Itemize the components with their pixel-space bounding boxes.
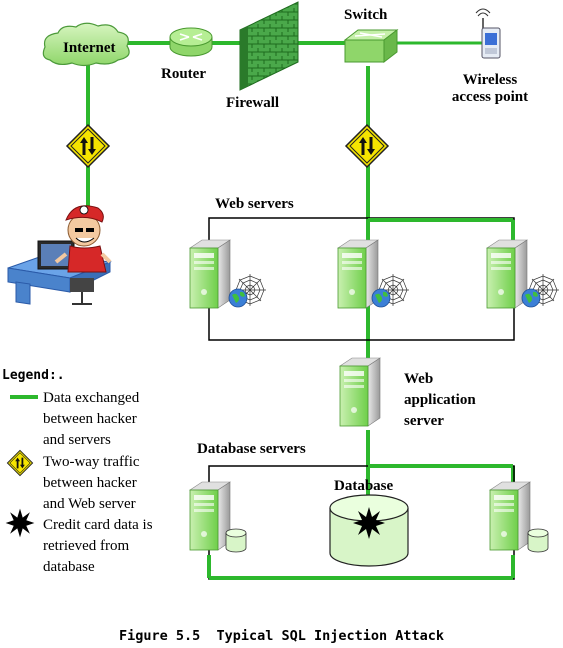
wireless-access-point-label: Wireless access point <box>440 72 540 105</box>
database-server-icon <box>189 481 231 551</box>
spider-web-globe-icon <box>521 273 560 308</box>
legend-line: between hacker <box>43 475 137 491</box>
spider-web-globe-icon <box>228 273 267 308</box>
legend-item-credit-card: Credit card data is retrieved from datab… <box>43 515 183 578</box>
database-server-icon <box>489 481 531 551</box>
figure-caption: Figure 5.5 Typical SQL Injection Attack <box>118 628 445 644</box>
switch-icon <box>343 28 399 64</box>
legend-item-two-way-traffic: Two-way traffic between hacker and Web s… <box>43 452 183 515</box>
web-server-icon <box>189 239 231 309</box>
legend-item-data-exchanged: Data exchanged between hacker and server… <box>43 388 183 451</box>
web-servers-label: Web servers <box>215 196 294 212</box>
router-icon <box>169 27 213 57</box>
legend-title: Legend:. <box>2 368 65 383</box>
internet-label: Internet <box>63 40 116 56</box>
web-server-icon <box>486 239 528 309</box>
wireless-access-point-icon <box>475 8 501 59</box>
starburst-icon <box>5 508 35 538</box>
web-app-label-line: server <box>404 413 444 429</box>
legend-line: retrieved from <box>43 538 130 554</box>
wireless-label-line: access point <box>451 88 529 105</box>
web-application-server-icon <box>339 357 381 427</box>
legend-line: Credit card data is <box>43 517 153 533</box>
legend-line: Data exchanged <box>43 390 140 406</box>
router-label: Router <box>161 66 206 82</box>
legend-line: between hacker <box>43 411 137 427</box>
internet-cloud-icon <box>42 22 130 67</box>
firewall-icon <box>239 1 299 91</box>
database-label: Database <box>334 478 394 494</box>
small-database-icon <box>527 528 549 553</box>
wireless-label-line: Wireless <box>462 72 518 88</box>
two-way-traffic-sign-icon <box>66 124 110 168</box>
switch-label: Switch <box>344 7 388 23</box>
legend-line: Two-way traffic <box>43 454 140 470</box>
two-way-traffic-sign-icon <box>345 124 389 168</box>
web-application-server-label: Web application server <box>404 369 476 432</box>
legend-line: and Web server <box>43 496 136 512</box>
firewall-label: Firewall <box>226 95 280 111</box>
legend-line: database <box>43 559 95 575</box>
legend-line: and servers <box>43 432 111 448</box>
two-way-traffic-sign-icon <box>6 449 34 477</box>
web-app-label-line: Web <box>404 371 434 387</box>
small-database-icon <box>225 528 247 553</box>
database-servers-label: Database servers <box>197 441 306 457</box>
hacker-icon <box>7 205 112 305</box>
web-app-label-line: application <box>404 392 476 408</box>
